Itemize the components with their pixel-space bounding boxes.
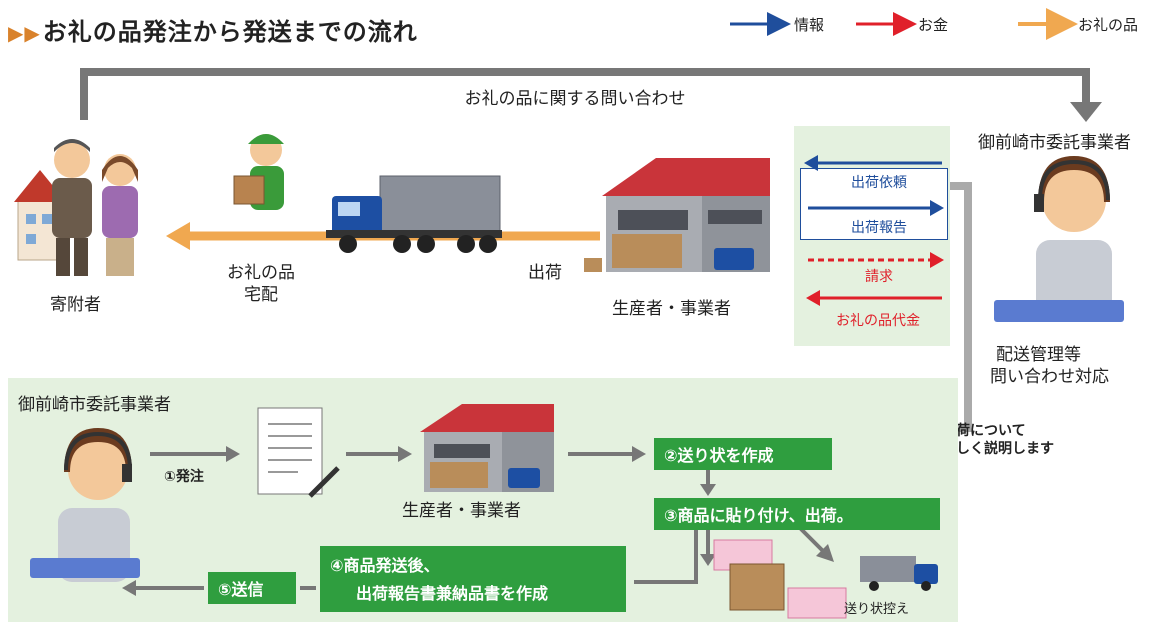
delivery-label-2: 宅配 — [244, 285, 278, 305]
legend-gift-label: お礼の品 — [1078, 16, 1139, 34]
operator-note-1: 配送管理等 — [996, 345, 1081, 365]
delivery-person-illustration — [233, 134, 284, 210]
explain-label-2: 詳しく説明します — [942, 441, 1054, 457]
flow-request-label: 出荷依頼 — [851, 175, 907, 191]
donor-illustration — [14, 139, 138, 276]
order-document-icon — [257, 407, 340, 498]
producer-label-bottom: 生産者・事業者 — [402, 501, 521, 521]
inquiry-line — [80, 68, 1102, 122]
step4-line2: 出荷報告書兼納品書を作成 — [356, 584, 549, 603]
step4-box: ④商品発送後、 出荷報告書兼納品書を作成 — [320, 546, 626, 612]
step2-box: ②送り状を作成 — [654, 438, 832, 470]
contractor-label-top: 御前崎市委託事業者 — [978, 133, 1131, 153]
package-illustration — [713, 539, 847, 619]
shipment-label: 出荷 — [528, 263, 562, 283]
truck-illustration — [326, 175, 502, 253]
donor-label: 寄附者 — [50, 295, 101, 315]
triangle-icon: ▶▶ — [8, 21, 41, 45]
contractor-label-bottom: 御前崎市委託事業者 — [18, 395, 171, 415]
legend-money-label: お金 — [918, 16, 949, 34]
warehouse-illustration — [584, 158, 770, 272]
legend-arrows — [730, 8, 1078, 40]
flow-report-label: 出荷報告 — [851, 220, 907, 236]
slip-copy-label: 送り状控え — [844, 602, 910, 617]
flow-billing-label: 請求 — [865, 269, 893, 285]
flow-payment-label: お礼の品代金 — [836, 313, 920, 329]
operator-illustration-bottom — [30, 428, 140, 582]
warehouse-illustration-bottom — [420, 404, 554, 492]
producer-label-top: 生産者・事業者 — [612, 299, 731, 319]
step3-box: ③商品に貼り付け、出荷。 — [654, 498, 940, 530]
step4-line1: ④商品発送後、 — [330, 556, 440, 575]
flow-arrows — [804, 155, 944, 306]
step5-box: ⑤送信 — [208, 572, 296, 604]
info-flow-box — [800, 168, 948, 240]
explain-label-1: 出荷について — [942, 423, 1026, 439]
delivery-label-1: お礼の品 — [227, 263, 295, 283]
operator-illustration-top — [994, 156, 1124, 322]
operator-note-2: 問い合わせ対応 — [990, 367, 1109, 387]
step1-label: ①発注 — [164, 469, 204, 485]
page-title: ▶▶お礼の品発注から発送までの流れ — [8, 18, 418, 46]
small-truck-illustration — [860, 556, 938, 591]
legend-info-label: 情報 — [794, 16, 825, 34]
inquiry-label: お礼の品に関する問い合わせ — [464, 89, 686, 109]
